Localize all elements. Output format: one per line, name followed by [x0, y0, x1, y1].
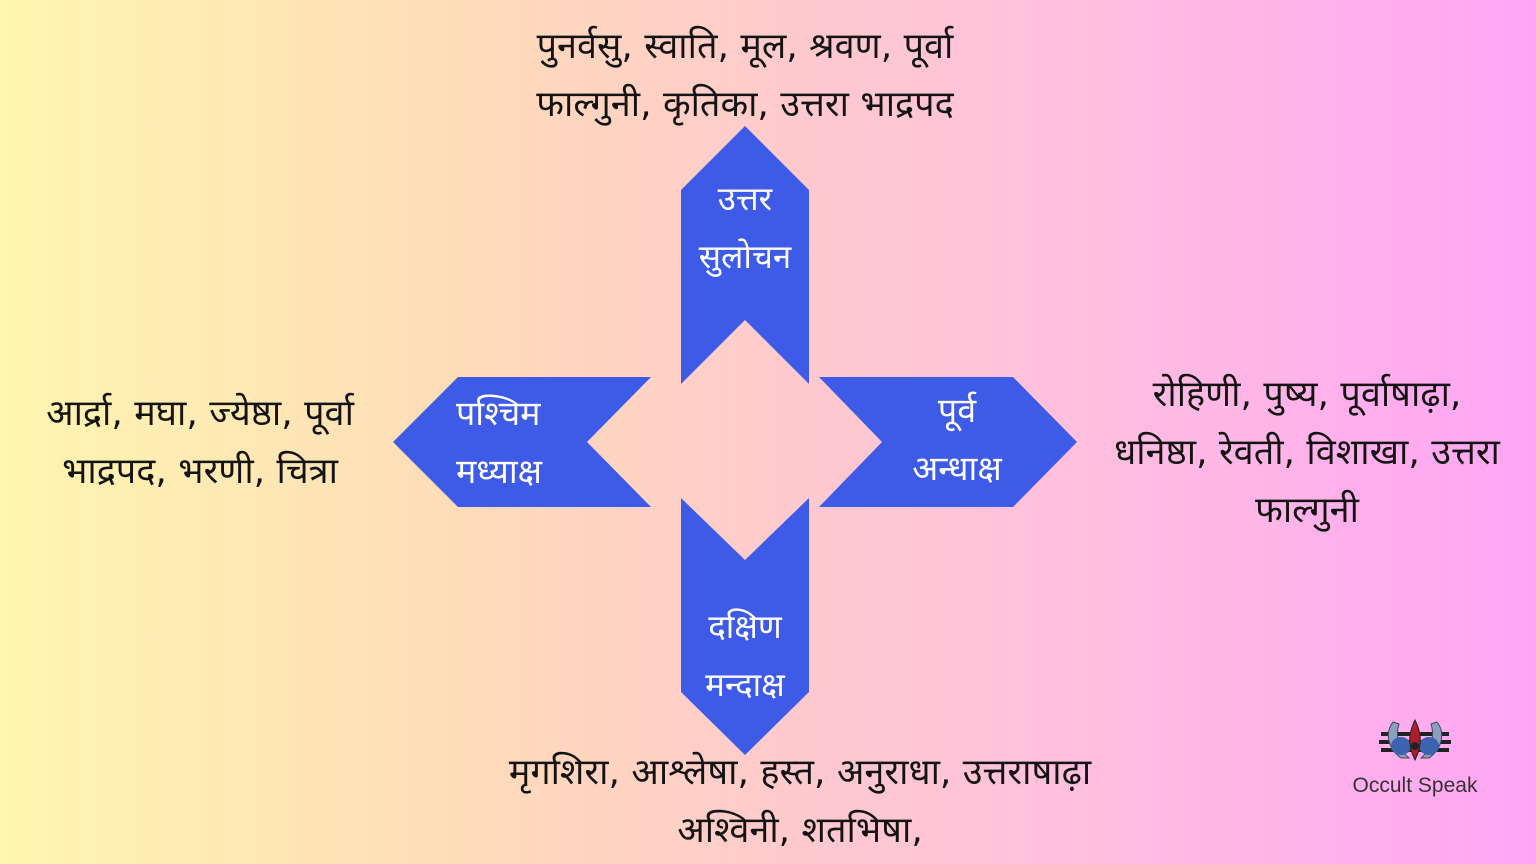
nakshatra-line: फाल्गुनी, कृतिका, उत्तरा भाद्रपद — [536, 84, 954, 125]
nakshatra-line: रोहिणी, पुष्य, पूर्वाषाढ़ा, — [1152, 374, 1462, 415]
nakshatra-line: अश्विनी, शतभिषा, — [677, 810, 923, 851]
south-label-line: मन्दाक्ष — [705, 665, 785, 704]
north-arrow-label: उत्तर सुलोचन — [681, 170, 809, 286]
north-nakshatra-list: पुनर्वसु, स्वाति, मूल, श्रवण, पूर्वा फाल… — [440, 18, 1050, 134]
north-label-line: सुलोचन — [698, 237, 792, 276]
north-label-line: उत्तर — [717, 179, 773, 218]
north-arrow — [681, 126, 809, 384]
nakshatra-line: भाद्रपद, भरणी, चित्रा — [62, 451, 338, 492]
east-nakshatra-list: रोहिणी, पुष्य, पूर्वाषाढ़ा, धनिष्ठा, रेव… — [1078, 366, 1536, 540]
south-nakshatra-list: मृगशिरा, आश्लेषा, हस्त, अनुराधा, उत्तराष… — [430, 744, 1170, 860]
east-label-line: अन्धाक्ष — [912, 449, 1002, 489]
east-arrow — [819, 377, 1077, 507]
occult-speak-emblem-icon — [1379, 718, 1451, 762]
west-nakshatra-list: आर्द्रा, मघा, ज्येष्ठा, पूर्वा भाद्रपद, … — [0, 385, 400, 501]
west-arrow — [393, 377, 651, 507]
nakshatra-line: मृगशिरा, आश्लेषा, हस्त, अनुराधा, उत्तराष… — [508, 752, 1092, 793]
east-label-line: पूर्व — [937, 391, 977, 431]
nakshatra-line: फाल्गुनी — [1255, 490, 1359, 531]
logo: Occult Speak — [1340, 718, 1490, 798]
nakshatra-line: पुनर्वसु, स्वाति, मूल, श्रवण, पूर्वा — [536, 26, 954, 67]
west-label-line: पश्चिम — [456, 394, 541, 434]
nakshatra-line: धनिष्ठा, रेवती, विशाखा, उत्तरा — [1114, 432, 1500, 473]
logo-text: Occult Speak — [1352, 774, 1478, 797]
west-arrow-label: पश्चिम मध्याक्ष — [430, 385, 606, 501]
west-label-line: मध्याक्ष — [456, 452, 543, 492]
south-arrow — [681, 498, 809, 755]
east-arrow-label: पूर्व अन्धाक्ष — [882, 382, 1032, 498]
south-label-line: दक्षिण — [708, 607, 782, 646]
nakshatra-line: आर्द्रा, मघा, ज्येष्ठा, पूर्वा — [46, 393, 354, 434]
south-arrow-label: दक्षिण मन्दाक्ष — [681, 598, 809, 714]
